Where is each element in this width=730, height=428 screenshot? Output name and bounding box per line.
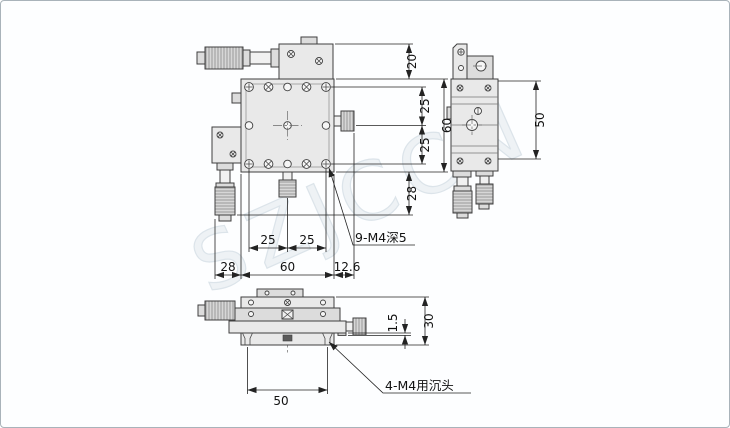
- bracket-screw-icon: [287, 50, 323, 65]
- dim-body-height: 60: [336, 79, 454, 173]
- side-micrometer-b: [475, 170, 494, 210]
- front-view: [197, 288, 367, 353]
- dim-text-25-right: 25: [299, 233, 314, 247]
- dim-base-lip: 1.5: [348, 313, 411, 349]
- countersink-note: 4-M4用沉头: [328, 341, 471, 394]
- dim-text-1-5: 1.5: [386, 313, 400, 332]
- dim-mount-spacing: 50: [247, 347, 328, 408]
- dim-hole-offsets-right: 25 25: [331, 86, 432, 165]
- thread-note-label: 9-M4深5: [355, 230, 407, 245]
- side-body: [446, 78, 499, 172]
- dim-text-20: 20: [405, 54, 419, 69]
- side-micrometer-a: [452, 170, 473, 219]
- dim-bottom-row: 28 60 12.6: [214, 133, 361, 279]
- dim-text-12-6: 12.6: [334, 260, 361, 274]
- side-view: [446, 43, 499, 219]
- dim-text-60-horizontal: 60: [280, 260, 295, 274]
- stage-body-top: [231, 78, 335, 173]
- dim-overall-height: 30: [336, 296, 436, 346]
- dim-text-60-vertical: 60: [440, 118, 454, 133]
- dim-body-depth: 50: [498, 80, 547, 160]
- adjust-knob-y: [278, 171, 297, 198]
- dim-text-50-side: 50: [533, 112, 547, 127]
- front-bracket: [256, 288, 304, 298]
- dim-hole-pitch: 25 25: [248, 169, 327, 252]
- y-micrometer: [211, 126, 242, 222]
- dim-mic-drop: 28: [237, 172, 419, 216]
- top-view: [196, 36, 355, 222]
- dim-text-28-horizontal: 28: [220, 260, 235, 274]
- x-micrometer: [196, 36, 334, 80]
- thread-note: 9-M4深5: [328, 167, 415, 246]
- front-body: [228, 296, 347, 346]
- countersink-note-label: 4-M4用沉头: [385, 378, 454, 393]
- m4-hole-grid: [244, 82, 331, 169]
- base-lip: [337, 332, 347, 336]
- countersink-holes: [242, 332, 333, 345]
- front-micrometer: [197, 300, 236, 321]
- dim-text-30: 30: [422, 313, 436, 328]
- dim-mic-height: 20: [335, 43, 448, 80]
- adjust-knob-x: [333, 110, 355, 132]
- dim-text-25-lower: 25: [418, 137, 432, 152]
- dim-text-25-left: 25: [260, 233, 275, 247]
- front-knob: [345, 317, 367, 336]
- dimensions: 20 25 25 60 28 25 25: [214, 43, 547, 408]
- lock-screw: [231, 92, 242, 104]
- cap-screws: [263, 82, 312, 169]
- side-bracket: [452, 43, 494, 80]
- dim-text-25-upper: 25: [418, 98, 432, 113]
- dim-text-50-bottom: 50: [273, 394, 288, 408]
- dim-text-28-vertical: 28: [405, 186, 419, 201]
